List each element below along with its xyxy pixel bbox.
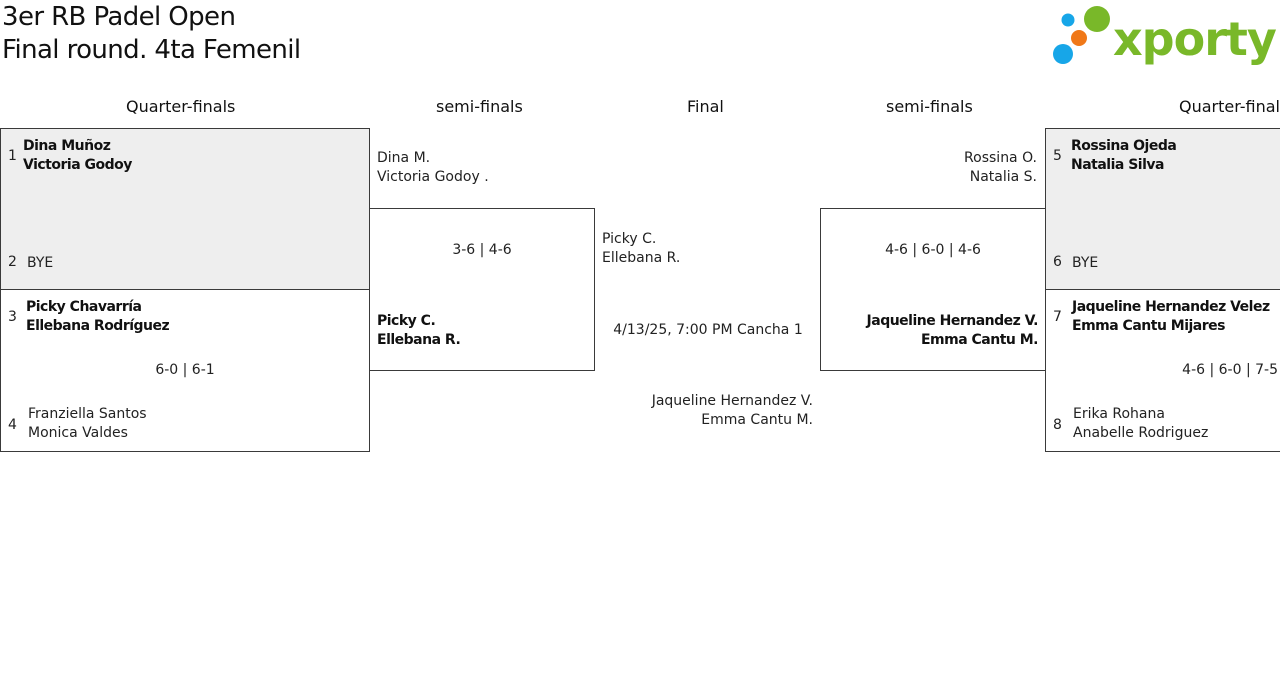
- team-player-name: Victoria Godoy: [23, 157, 132, 173]
- team-player-name: Dina Muñoz: [23, 138, 111, 154]
- bye-label: BYE: [27, 255, 54, 271]
- seed-number: 6: [1053, 254, 1062, 270]
- page-title: 3er RB Padel Open: [2, 2, 236, 32]
- round-header-final: Final: [687, 97, 724, 116]
- team-player-name: Emma Cantu Mijares: [1072, 318, 1226, 334]
- round-header-right-quarterfinals: Quarter-final: [1178, 97, 1280, 116]
- team-player-name: Picky C.: [377, 313, 436, 329]
- logo-dot-blue: [1061, 13, 1075, 27]
- left-sf-team-a-player: Dina M.: [377, 150, 431, 166]
- right-sf-team-a-player: Rossina O.: [964, 150, 1037, 166]
- right-sf-team-a-player: Natalia S.: [969, 169, 1037, 185]
- seed-number: 1: [8, 148, 17, 164]
- right-qf-match-2[interactable]: 7 Jaqueline Hernandez Velez Emma Cantu M…: [1045, 289, 1280, 452]
- team-player-name: Franziella Santos: [28, 406, 147, 422]
- round-header-left-quarterfinals: Quarter-finals: [126, 97, 236, 116]
- seed-number: 3: [8, 309, 17, 325]
- seed-number: 5: [1053, 148, 1062, 164]
- team-player-name: Jaqueline Hernandez Velez: [1072, 299, 1270, 315]
- final-team-a-player: Ellebana R.: [602, 250, 681, 266]
- team-player-name: Jaqueline Hernandez V.: [866, 313, 1039, 329]
- match-score: 6-0 | 6-1: [155, 362, 215, 378]
- match-score: 4-6 | 6-0 | 7-5: [1182, 362, 1278, 378]
- xporty-logo: xporty: [1053, 6, 1276, 66]
- left-qf-match-2[interactable]: 3 Picky Chavarría Ellebana Rodríguez 6-0…: [0, 289, 370, 452]
- team-player-name: Rossina Ojeda: [1071, 138, 1177, 154]
- seed-number: 7: [1053, 309, 1062, 325]
- round-header-right-semifinals: semi-finals: [886, 97, 973, 116]
- match-score: 3-6 | 4-6: [452, 242, 512, 258]
- logo-wordmark: xporty: [1113, 12, 1276, 66]
- seed-number: 8: [1053, 417, 1062, 433]
- final-team-b-player: Jaqueline Hernandez V.: [651, 393, 813, 409]
- team-player-name: Picky Chavarría: [26, 299, 142, 315]
- team-player-name: Emma Cantu M.: [920, 332, 1039, 348]
- right-qf-match-1[interactable]: 5 Rossina Ojeda Natalia Silva 6 BYE: [1045, 128, 1280, 290]
- final-schedule: 4/13/25, 7:00 PM Cancha 1: [613, 322, 803, 338]
- logo-dot-green: [1084, 6, 1110, 32]
- left-sf-team-a-player: Victoria Godoy .: [377, 169, 489, 185]
- logo-dot-orange: [1071, 30, 1087, 46]
- page-subtitle: Final round. 4ta Femenil: [2, 35, 301, 65]
- final-team-b-player: Emma Cantu M.: [701, 412, 813, 428]
- team-player-name: Natalia Silva: [1071, 157, 1164, 173]
- team-player-name: Anabelle Rodriguez: [1073, 425, 1209, 441]
- logo-dot-blue-large: [1053, 44, 1073, 64]
- team-player-name: Ellebana R.: [377, 332, 461, 348]
- left-qf-match-1[interactable]: 1 Dina Muñoz Victoria Godoy 2 BYE: [0, 128, 370, 290]
- bye-label: BYE: [1072, 255, 1099, 271]
- seed-number: 4: [8, 417, 17, 433]
- team-player-name: Erika Rohana: [1073, 406, 1165, 422]
- final-team-a-player: Picky C.: [602, 231, 657, 247]
- round-header-left-semifinals: semi-finals: [436, 97, 523, 116]
- left-sf-match[interactable]: 3-6 | 4-6 Picky C. Ellebana R.: [369, 208, 595, 371]
- match-score: 4-6 | 6-0 | 4-6: [885, 242, 981, 258]
- seed-number: 2: [8, 254, 17, 270]
- team-player-name: Monica Valdes: [28, 425, 128, 441]
- right-sf-match[interactable]: 4-6 | 6-0 | 4-6 Jaqueline Hernandez V. E…: [820, 208, 1046, 371]
- team-player-name: Ellebana Rodríguez: [26, 318, 170, 334]
